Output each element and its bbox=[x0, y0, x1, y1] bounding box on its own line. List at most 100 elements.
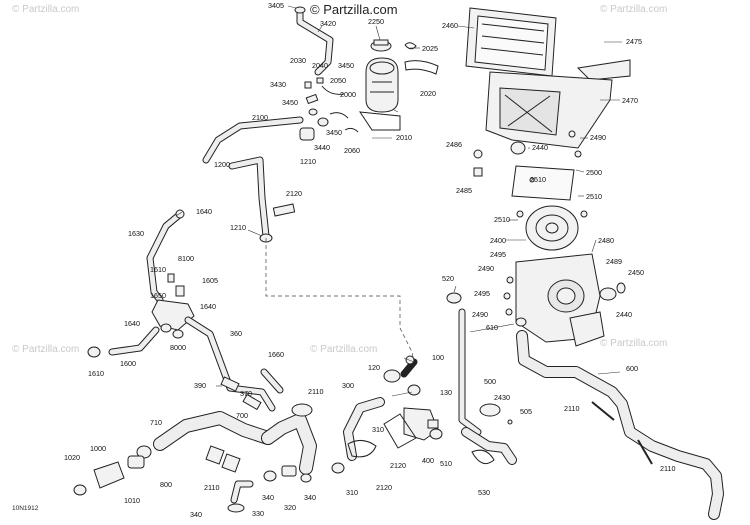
callout: 2040 bbox=[312, 61, 328, 70]
callout: 2480 bbox=[598, 236, 614, 245]
callout: 3405 bbox=[268, 1, 284, 10]
callout: 2110 bbox=[204, 483, 219, 492]
callout: 3430 bbox=[270, 80, 286, 89]
callout: 2495 bbox=[490, 250, 506, 259]
callout: 1660 bbox=[268, 350, 284, 359]
callout: 2400 bbox=[490, 236, 506, 245]
callout: 120 bbox=[368, 363, 380, 372]
callout: 2120 bbox=[390, 461, 406, 470]
callout: 1630 bbox=[128, 229, 144, 238]
callout: 520 bbox=[442, 274, 454, 283]
callout: 2030 bbox=[290, 56, 306, 65]
callout: 1605 bbox=[202, 276, 218, 285]
diagram-code: 10N1912 bbox=[12, 505, 39, 512]
callout: 800 bbox=[160, 480, 172, 489]
callout: 2440 bbox=[532, 143, 548, 152]
callout: 390 bbox=[194, 381, 206, 390]
callout: 310 bbox=[346, 488, 358, 497]
callout: 330 bbox=[252, 509, 264, 518]
leader-lines bbox=[175, 5, 622, 397]
callout: 8100 bbox=[178, 254, 194, 263]
bottom-hoses bbox=[73, 355, 439, 513]
callout: 2475 bbox=[626, 37, 642, 46]
callout: 1650 bbox=[150, 291, 166, 300]
callout: 370 bbox=[240, 389, 252, 398]
callout: 2486 bbox=[446, 140, 462, 149]
callout: 130 bbox=[440, 388, 452, 397]
callout: 1600 bbox=[120, 359, 136, 368]
callout: 1210 bbox=[230, 223, 246, 232]
callout: 2025 bbox=[422, 44, 438, 53]
watermark: © Partzilla.com bbox=[600, 338, 667, 349]
callout: 340 bbox=[190, 510, 202, 519]
callout: 2489 bbox=[606, 257, 622, 266]
callout: 2510 bbox=[494, 215, 510, 224]
callout: 1610 bbox=[88, 369, 104, 378]
callout: 1010 bbox=[124, 496, 140, 505]
watermark: © Partzilla.com bbox=[600, 4, 667, 15]
callout: 100 bbox=[432, 353, 444, 362]
callout: 400 bbox=[422, 456, 434, 465]
callout: 2485 bbox=[456, 186, 472, 195]
watermarks: © Partzilla.com © Partzilla.com © Partzi… bbox=[12, 2, 667, 355]
callout: 2110 bbox=[308, 387, 323, 396]
callout: 505 bbox=[520, 407, 532, 416]
callout: 3450 bbox=[326, 128, 342, 137]
cooler-assembly bbox=[446, 7, 631, 347]
callout: 2110 bbox=[564, 404, 579, 413]
reservoir-assembly bbox=[294, 6, 439, 141]
callout: 2120 bbox=[286, 189, 302, 198]
callout: 2100 bbox=[252, 113, 268, 122]
callout: 2000 bbox=[340, 90, 356, 99]
callout: 310 bbox=[372, 425, 384, 434]
callout: 2470 bbox=[622, 96, 638, 105]
callout: 2500 bbox=[586, 168, 602, 177]
callout: 1610 bbox=[150, 265, 166, 274]
callout: 2250 bbox=[368, 17, 384, 26]
callout: 360 bbox=[230, 329, 242, 338]
callout: 2450 bbox=[628, 268, 644, 277]
callout: 2510 bbox=[530, 175, 546, 184]
callout: 320 bbox=[284, 503, 296, 512]
callout: 3440 bbox=[314, 143, 330, 152]
callout: 2460 bbox=[442, 21, 458, 30]
callout: 3450 bbox=[282, 98, 298, 107]
callout: 510 bbox=[440, 459, 452, 468]
callout: 1640 bbox=[124, 319, 140, 328]
watermark: © Partzilla.com bbox=[12, 4, 79, 15]
callout: 610 bbox=[486, 323, 498, 332]
callout: 1210 bbox=[300, 157, 316, 166]
callout: 340 bbox=[262, 493, 274, 502]
callout: 2440 bbox=[616, 310, 632, 319]
callout: 2050 bbox=[330, 76, 346, 85]
watermark: © Partzilla.com bbox=[310, 344, 377, 355]
callout: 1020 bbox=[64, 453, 80, 462]
brand-watermark: © Partzilla.com bbox=[310, 2, 398, 17]
callout: 340 bbox=[304, 493, 316, 502]
callout: 3420 bbox=[320, 19, 336, 28]
left-hoses bbox=[87, 116, 304, 412]
callout: 530 bbox=[478, 488, 490, 497]
callout: 2110 bbox=[660, 464, 675, 473]
callout: 1640 bbox=[196, 207, 212, 216]
callout: 2010 bbox=[396, 133, 412, 142]
callout: 2490 bbox=[478, 264, 494, 273]
callout: 500 bbox=[484, 377, 496, 386]
callout: 8000 bbox=[170, 343, 186, 352]
callout: 700 bbox=[236, 411, 248, 420]
callout: 710 bbox=[150, 418, 162, 427]
callout: 2490 bbox=[472, 310, 488, 319]
callout: 2020 bbox=[420, 89, 436, 98]
callout: 2430 bbox=[494, 393, 510, 402]
callout: 1200 bbox=[214, 160, 230, 169]
callout: 300 bbox=[342, 381, 354, 390]
callout: 2120 bbox=[376, 483, 392, 492]
callout: 1640 bbox=[200, 302, 216, 311]
watermark: © Partzilla.com bbox=[12, 344, 79, 355]
callout: 2510 bbox=[586, 192, 602, 201]
callout-labels: 3405 3420 2250 2460 2025 2030 2040 3450 … bbox=[64, 1, 675, 519]
callout: 3450 bbox=[338, 61, 354, 70]
right-hoses bbox=[429, 308, 724, 520]
dashed-connector bbox=[265, 238, 415, 363]
